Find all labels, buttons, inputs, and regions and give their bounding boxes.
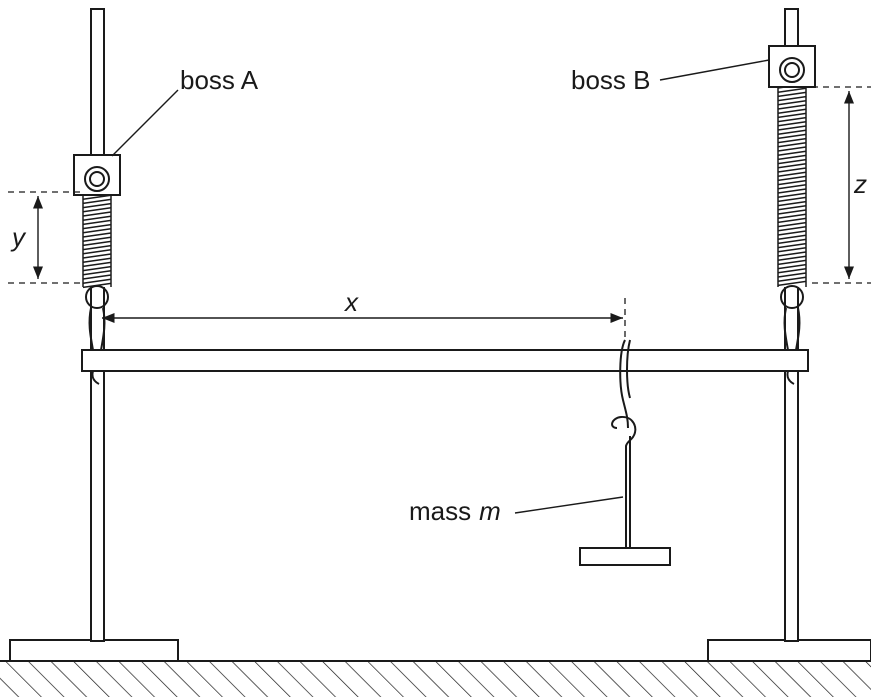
boss-a-label: boss A — [180, 65, 259, 95]
spring-coil — [82, 244, 112, 251]
spring-coil — [777, 213, 807, 219]
boss-b — [768, 45, 816, 88]
spring-coil — [777, 276, 807, 282]
dimension-x — [102, 298, 626, 340]
spring-coil — [777, 263, 807, 270]
spring-coil — [777, 217, 807, 224]
mass-label-symbol: m — [479, 496, 501, 526]
spring-coil — [82, 207, 112, 213]
spring-coil — [777, 87, 807, 93]
spring-coil — [777, 234, 807, 240]
spring-coil — [82, 232, 112, 238]
dimension-z-label: z — [853, 169, 867, 199]
beam — [81, 349, 809, 372]
spring-coil — [82, 278, 112, 284]
spring-coil — [777, 167, 807, 173]
spring-coil — [777, 91, 807, 98]
spring-coil — [82, 253, 112, 259]
spring-coil — [777, 112, 807, 119]
spring-coil — [777, 230, 807, 236]
spring-coil — [777, 192, 807, 198]
spring-coil — [777, 184, 807, 190]
dimension-x-label: x — [343, 287, 359, 317]
spring-coil — [82, 265, 112, 272]
ground — [0, 660, 871, 697]
spring-coil — [777, 116, 807, 123]
spring-coil — [777, 146, 807, 152]
spring-coil — [777, 104, 807, 110]
spring-coil — [777, 179, 807, 186]
spring-coil — [777, 255, 807, 261]
spring-coil — [777, 133, 807, 140]
spring-a-hook-tail — [91, 370, 100, 385]
spring-coil — [777, 100, 807, 106]
spring-coil — [777, 188, 807, 194]
boss-b-leader-line — [659, 59, 770, 81]
spring-coil — [82, 211, 112, 217]
spring-coil — [777, 158, 807, 165]
dimension-y — [8, 191, 84, 284]
spring-coil — [777, 247, 807, 253]
mass-leader-line — [514, 496, 624, 514]
spring-coil — [777, 280, 807, 287]
spring-coil — [777, 259, 807, 266]
spring-coil — [777, 242, 807, 249]
spring-coil — [82, 219, 112, 226]
spring-coil — [777, 129, 807, 135]
spring-coil — [82, 274, 112, 280]
spring-coil — [777, 108, 807, 114]
mass-hanger-string — [619, 339, 631, 429]
spring-coil — [777, 221, 807, 228]
spring-coil — [777, 142, 807, 148]
spring-b — [777, 83, 807, 287]
spring-coil — [82, 236, 112, 242]
spring-coil — [777, 209, 807, 215]
spring-coil — [777, 154, 807, 161]
spring-b-hook-tail — [786, 370, 795, 385]
mass-m — [579, 415, 671, 566]
spring-coil — [777, 175, 807, 182]
spring-coil — [82, 240, 112, 247]
spring-coil — [777, 171, 807, 177]
spring-coil — [82, 215, 112, 221]
spring-coil — [82, 223, 112, 230]
spring-coil — [777, 125, 807, 131]
spring-coil — [82, 202, 112, 209]
spring-coil — [777, 272, 807, 278]
left-stand — [9, 8, 179, 662]
dimension-y-label: y — [10, 222, 27, 252]
spring-coil — [777, 137, 807, 144]
boss-a-leader-line — [111, 89, 179, 157]
spring-coil — [777, 238, 807, 245]
spring-coil — [82, 249, 112, 255]
spring-coil — [82, 270, 112, 276]
spring-coil — [777, 163, 807, 169]
boss-b-label: boss B — [571, 65, 651, 95]
spring-coil — [777, 196, 807, 203]
spring-b-end-ring — [780, 285, 804, 351]
spring-a-end-ring — [85, 285, 109, 351]
spring-coil — [777, 200, 807, 207]
spring-coil — [82, 228, 112, 234]
spring-coil — [82, 257, 112, 263]
spring-coil — [777, 150, 807, 156]
spring-coil — [777, 268, 807, 274]
boss-a — [73, 154, 121, 196]
dimension-z — [812, 86, 871, 284]
spring-coil — [777, 95, 807, 102]
spring-coil — [82, 261, 112, 268]
spring-a — [82, 190, 112, 289]
spring-coil — [777, 205, 807, 211]
mass-label-word: mass — [409, 496, 471, 526]
spring-coil — [777, 121, 807, 127]
spring-coil — [777, 251, 807, 257]
spring-coil — [777, 226, 807, 232]
spring-coil — [82, 198, 112, 205]
